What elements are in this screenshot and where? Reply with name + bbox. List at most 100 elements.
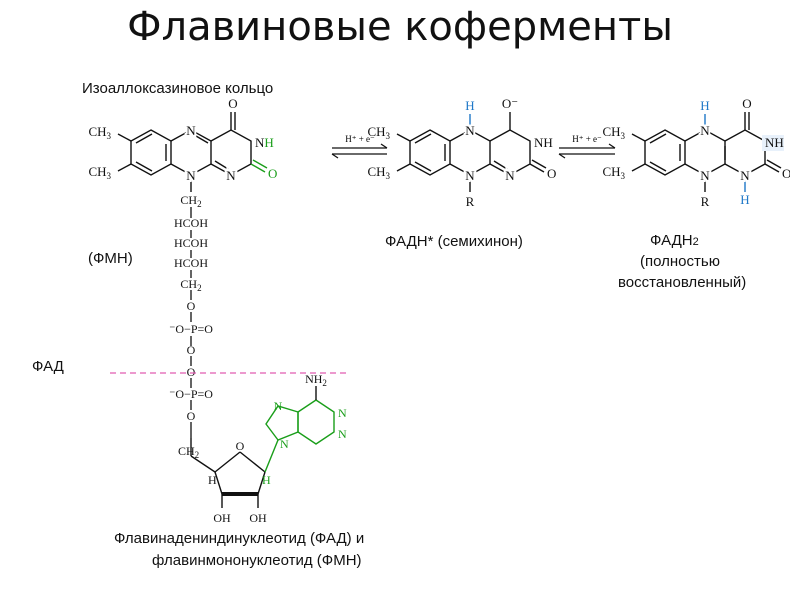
f2-methyl-bottom-text: CH <box>602 164 620 179</box>
fadh2-atoms: CH3 CH3 H N N N N N N O NH O R H <box>602 96 790 209</box>
fadh2-structure <box>631 112 782 192</box>
sq-methyl-bottom-sub: 3 <box>386 171 391 181</box>
chain-ch2-1-text: CH <box>180 193 197 207</box>
ribose-ch2-text: CH <box>178 444 195 458</box>
ribose-ch2-sub: 2 <box>195 450 200 460</box>
arrow-1-label: H⁺ + e⁻ <box>345 134 375 144</box>
chain-o-4: O <box>187 409 196 423</box>
svg-text:N: N <box>740 168 750 183</box>
reaction-arrow-1: H⁺ + e⁻ <box>331 134 388 159</box>
flavin-oxidized <box>117 112 268 192</box>
adenine-n9: N <box>280 437 289 451</box>
sq-r: R <box>466 194 475 209</box>
atom-o2: O <box>268 166 277 181</box>
atom-n5: N <box>186 123 196 138</box>
imidazole-ring <box>265 405 299 441</box>
f2-h1: H <box>740 192 749 207</box>
atom-o4: O <box>228 96 237 111</box>
svg-text:N: N <box>465 123 475 138</box>
ribose-ring <box>190 438 279 508</box>
structure-svg: CH3 CH3 N N N N N N O NH O CH2 <box>88 96 790 525</box>
atom-nh3: NH <box>255 135 274 150</box>
sq-methyl-top-text: CH <box>367 124 385 139</box>
chain-ch2-2: CH2 <box>180 277 201 293</box>
chain-ch2-2-sub: 2 <box>197 283 202 293</box>
methyl-top-text: CH <box>88 124 106 139</box>
fadh2-label: ФАДН2 <box>650 232 699 249</box>
sq-methyl-bottom-text: CH <box>367 164 385 179</box>
ring-name-label: Изоаллоксазиновое кольцо <box>82 80 274 97</box>
fad-label: ФАД <box>32 358 64 375</box>
semiquinone-label: ФАДН* (семихинон) <box>385 233 523 250</box>
f2-methyl-bottom-sub: 3 <box>621 171 626 181</box>
fadh2-subscript: 2 <box>692 236 699 248</box>
atom-n10: N <box>186 168 196 183</box>
reaction-arrow-2: H⁺ + e⁻ <box>558 134 616 159</box>
pyrimidine-ring <box>210 129 252 176</box>
svg-text:N: N <box>700 123 710 138</box>
sq-methyl-bottom: CH3 <box>367 164 390 181</box>
methyl-bottom-sub: 3 <box>107 171 112 181</box>
adenine-nh2-sub: 2 <box>322 378 327 388</box>
flavin-oxidized-atoms: CH3 CH3 N N N N N N O NH O <box>88 96 277 185</box>
f2-r: R <box>701 194 710 209</box>
ribose-atoms: CH2 O H H OH OH <box>178 439 271 525</box>
f2-n1: N <box>740 168 750 183</box>
f2-o4: O <box>742 96 751 111</box>
svg-text:N: N <box>226 168 236 183</box>
f2-n5: N <box>700 123 710 138</box>
svg-text:N: N <box>186 123 196 138</box>
f2-h5: H <box>700 98 709 113</box>
sq-n10: N <box>465 168 475 183</box>
svg-text:N: N <box>186 168 196 183</box>
ribose-h2: H <box>262 473 271 487</box>
phosphate-1: ⁻O−P=O <box>169 322 213 336</box>
adenine-nh2: NH2 <box>305 372 327 388</box>
diagram-panel: Изоаллоксазиновое кольцо (ФМН) ФАД ФАДН*… <box>10 60 790 580</box>
ribose-h1: H <box>208 473 217 487</box>
adenine-n1: N <box>338 406 347 420</box>
sq-o2: O <box>547 166 556 181</box>
caption-line2: флавинмононуклеотид (ФМН) <box>152 552 362 569</box>
atom-nh3-n: N <box>255 135 265 150</box>
f2-methyl-bottom: CH3 <box>602 164 625 181</box>
sq-methyl-top: CH3 <box>367 124 390 141</box>
phosphate-2: ⁻O−P=O <box>169 387 213 401</box>
fadh2-nh-highlight <box>762 135 784 151</box>
methyl-top: CH3 <box>88 124 111 141</box>
sq-h5: H <box>465 98 474 113</box>
ribose-ch2: CH2 <box>178 444 199 460</box>
methyl-top-sub: 3 <box>107 131 112 141</box>
semiquinone-atoms: CH3 CH3 H N N N N N N O⁻ NH O R <box>367 96 556 209</box>
f2-methyl-top: CH3 <box>602 124 625 141</box>
methyl-bottom: CH3 <box>88 164 111 181</box>
fmn-label: (ФМН) <box>88 250 133 267</box>
methyl-bottom-text: CH <box>88 164 106 179</box>
slide-title: Флавиновые коферменты <box>127 4 673 50</box>
chain-o-2: O <box>187 343 196 357</box>
pyrimidine-ring-adenine <box>297 399 335 445</box>
adenine-nh2-text: NH <box>305 372 323 386</box>
svg-text:N: N <box>505 168 515 183</box>
chain-hcoh-2: HCOH <box>174 236 208 250</box>
atom-n1: N <box>226 168 236 183</box>
ribityl-chain-atoms: CH2 HCOH HCOH HCOH CH2 O ⁻O−P=O O O ⁻O−P… <box>169 193 213 423</box>
chain-hcoh-1: HCOH <box>174 216 208 230</box>
benzene-ring <box>130 129 172 176</box>
f2-methyl-top-sub: 3 <box>621 131 626 141</box>
atom-nh3-h: H <box>264 135 273 150</box>
chain-o-1: O <box>187 299 196 313</box>
fadh2-name: ФАДН <box>650 232 693 249</box>
sq-o4: O⁻ <box>502 96 518 111</box>
f2-n10: N <box>700 168 710 183</box>
adenine-ring <box>265 386 335 445</box>
adenine-atoms: NH2 N N N N <box>274 372 347 451</box>
chain-ch2-2-text: CH <box>180 277 197 291</box>
chain-ch2-1: CH2 <box>180 193 201 209</box>
sq-n5: N <box>465 123 475 138</box>
ribose-oh2: OH <box>249 511 267 525</box>
caption-line1: Флавинадениндинуклеотид (ФАД) и <box>114 530 365 547</box>
chain-ch2-1-sub: 2 <box>197 199 202 209</box>
svg-text:N: N <box>465 168 475 183</box>
pyrazine-ring <box>170 129 212 176</box>
